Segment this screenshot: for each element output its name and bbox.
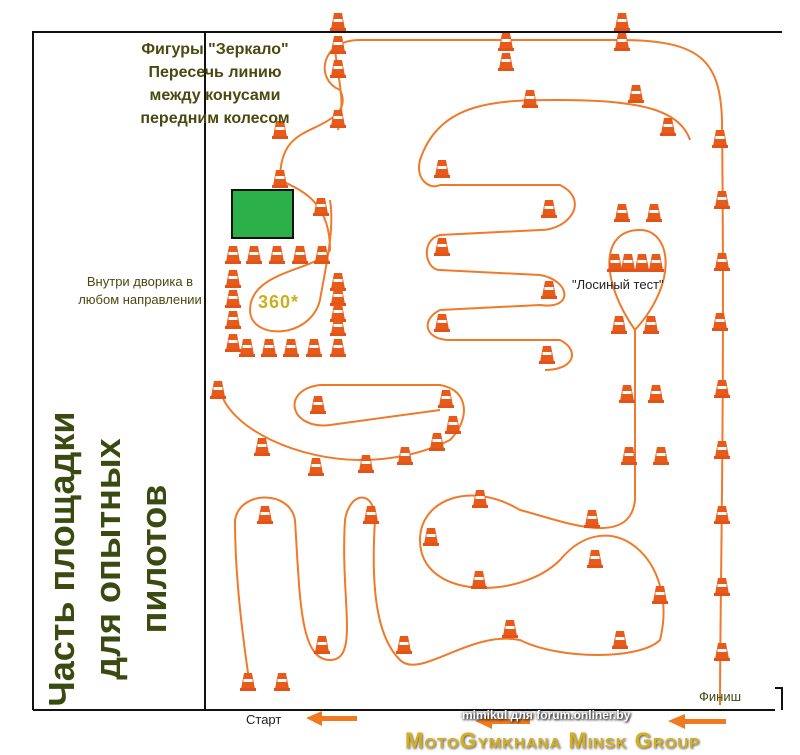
traffic-cone-icon	[620, 254, 636, 272]
traffic-cone-icon	[330, 36, 346, 54]
green-box	[231, 189, 294, 239]
traffic-cone-icon	[310, 396, 326, 414]
traffic-cone-icon	[225, 334, 241, 352]
traffic-cone-icon	[522, 90, 538, 108]
traffic-cone-icon	[269, 246, 285, 264]
traffic-cone-icon	[434, 238, 450, 256]
yard-label: Внутри дворика в любом направлении	[50, 273, 230, 309]
traffic-cone-icon	[210, 381, 226, 399]
traffic-cone-icon	[396, 636, 412, 654]
traffic-cone-icon	[314, 636, 330, 654]
label-line: любом направлении	[78, 292, 202, 307]
traffic-cone-icon	[714, 643, 730, 661]
traffic-cone-icon	[714, 253, 730, 271]
traffic-cone-icon	[423, 528, 439, 546]
traffic-cone-icon	[714, 441, 730, 459]
traffic-cone-icon	[239, 339, 255, 357]
traffic-cone-icon	[254, 438, 270, 456]
traffic-cone-icon	[714, 578, 730, 596]
traffic-cone-icon	[397, 447, 413, 465]
traffic-cone-icon	[541, 281, 557, 299]
watermark-logo: MotoGymkhana Minsk Group	[405, 728, 701, 753]
traffic-cone-icon	[313, 198, 329, 216]
traffic-cone-icon	[614, 204, 630, 222]
traffic-cone-icon	[434, 160, 450, 178]
direction-arrows	[306, 711, 726, 729]
traffic-cone-icon	[587, 550, 603, 568]
traffic-cone-icon	[648, 254, 664, 272]
traffic-cone-icon	[628, 85, 644, 103]
traffic-cone-icon	[283, 339, 299, 357]
traffic-cone-icon	[429, 433, 445, 451]
traffic-cone-icon	[502, 620, 518, 638]
label-line: Внутри дворика в	[86, 274, 194, 289]
traffic-cone-icon	[614, 13, 630, 31]
traffic-cone-icon	[541, 200, 557, 218]
mirror-figures-label: Фигуры "Зеркало" Пересечь линию между ко…	[100, 38, 330, 130]
traffic-cone-icon	[614, 33, 630, 51]
start-label: Старт	[246, 712, 282, 727]
arrow-left-icon	[306, 711, 357, 726]
track-lines	[219, 39, 724, 706]
traffic-cone-icon	[306, 339, 322, 357]
label-line: для опытных	[87, 438, 128, 680]
traffic-cone-icon	[498, 33, 514, 51]
traffic-cone-icon	[712, 313, 728, 331]
watermark-credit: mimikul для forum.onliner.by	[462, 708, 631, 722]
traffic-cone-icon	[653, 447, 669, 465]
label-line: передним колесом	[140, 110, 290, 127]
traffic-cone-icon	[648, 385, 664, 403]
traffic-cone-icon	[308, 458, 324, 476]
traffic-cone-icon	[634, 254, 650, 272]
traffic-cone-icon	[646, 204, 662, 222]
traffic-cone-icon	[472, 490, 488, 508]
course-frame	[32, 31, 783, 711]
traffic-cone-icon	[363, 506, 379, 524]
traffic-cone-icon	[246, 246, 262, 264]
traffic-cone-icon	[612, 631, 628, 649]
traffic-cone-icon	[584, 510, 600, 528]
circle-360-label: 360*	[258, 292, 300, 312]
traffic-cone-icon	[274, 673, 290, 691]
traffic-cone-icon	[611, 316, 627, 334]
traffic-cone-icon	[225, 311, 241, 329]
traffic-cone-icon	[438, 390, 454, 408]
label-line: Часть площадки	[41, 411, 82, 707]
traffic-cone-icon	[652, 586, 668, 604]
traffic-cone-icon	[714, 506, 730, 524]
label-line: между конусами	[149, 87, 281, 104]
traffic-cone-icon	[330, 110, 346, 128]
traffic-cone-icon	[240, 673, 256, 691]
traffic-cone-icon	[539, 346, 555, 364]
traffic-cone-icon	[330, 60, 346, 78]
traffic-cone-icon	[445, 416, 461, 434]
traffic-cone-icon	[714, 191, 730, 209]
label-line: пилотов	[133, 484, 174, 634]
label-line: Фигуры "Зеркало"	[141, 41, 289, 58]
traffic-cone-icon	[660, 118, 676, 136]
traffic-cone-icon	[257, 506, 273, 524]
traffic-cone-icon	[498, 53, 514, 71]
finish-label: Финиш	[699, 689, 742, 704]
traffic-cone-icon	[330, 13, 346, 31]
label-line: Пересечь линию	[148, 64, 282, 81]
arrow-left-icon	[668, 714, 726, 729]
traffic-cone-icon	[619, 385, 635, 403]
traffic-cone-icon	[330, 339, 346, 357]
traffic-cone-icon	[434, 314, 450, 332]
traffic-cone-icon	[358, 455, 374, 473]
traffic-cone-icon	[314, 246, 330, 264]
traffic-cone-icon	[292, 246, 308, 264]
experienced-area-label: Часть площадки для опытных пилотов	[39, 359, 177, 755]
traffic-cone-icon	[714, 380, 730, 398]
traffic-cone-icon	[471, 571, 487, 589]
traffic-cone-icon	[261, 339, 277, 357]
traffic-cone-icon	[225, 246, 241, 264]
traffic-cone-icon	[272, 170, 288, 188]
traffic-cone-icon	[712, 130, 728, 148]
arrow-left-icon	[475, 714, 530, 729]
moose-test-label: "Лосиный тест"	[572, 277, 664, 292]
